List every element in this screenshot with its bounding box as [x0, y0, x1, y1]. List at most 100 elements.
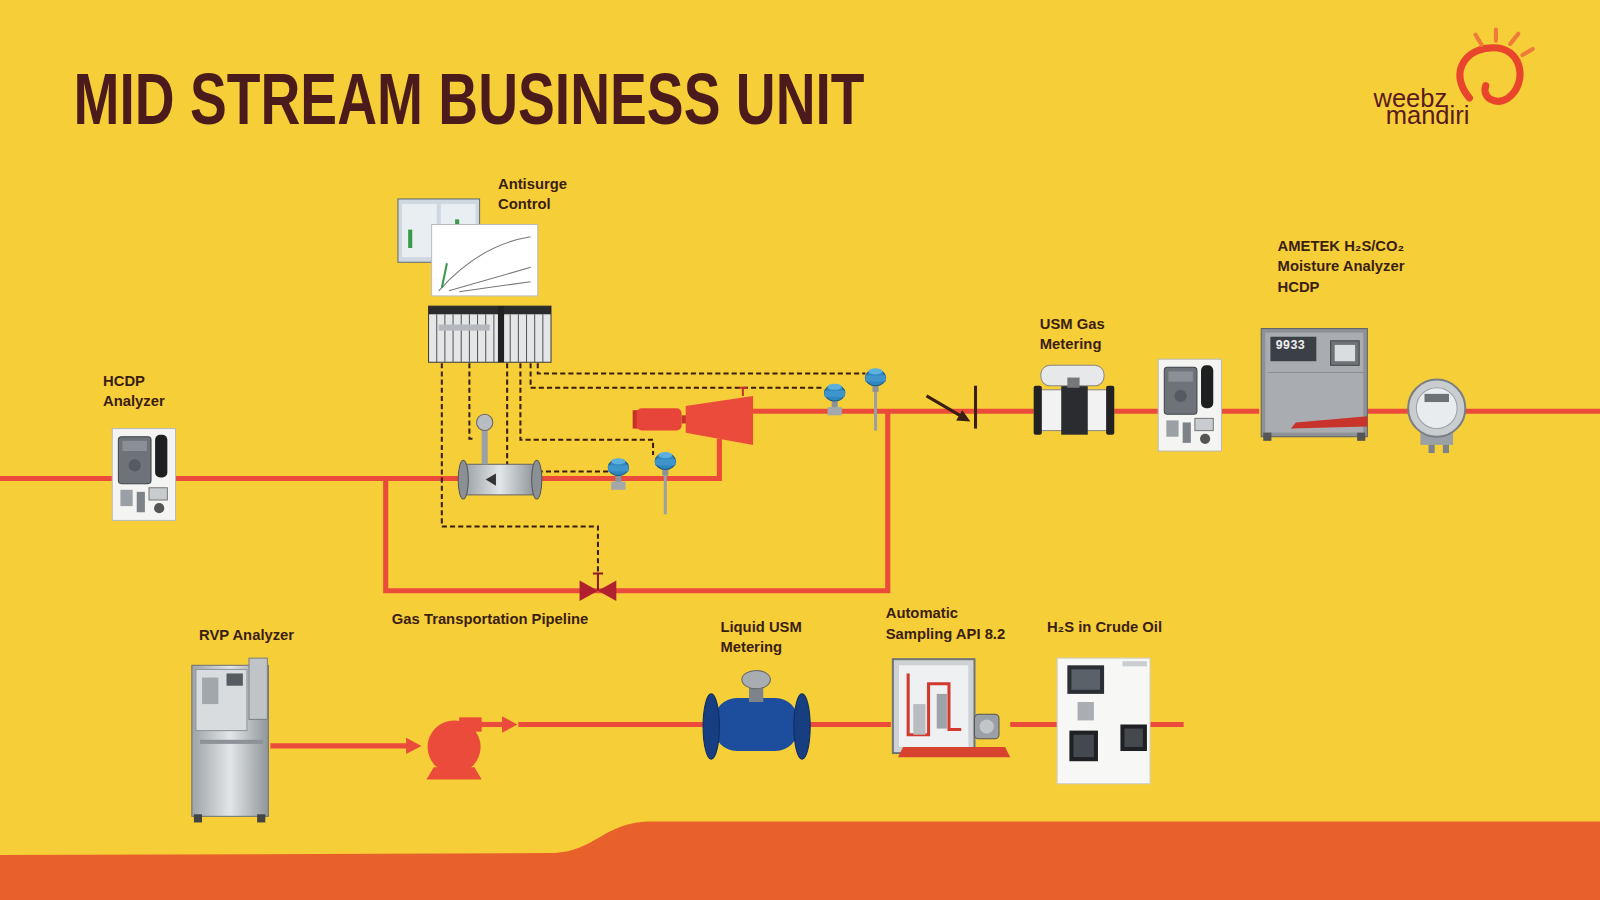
equipment-node: Liquid USM Metering	[704, 670, 808, 759]
compressor	[633, 388, 753, 445]
liquid-ultrasonic-meter	[703, 670, 810, 759]
analyzer-cabinet	[1261, 329, 1367, 441]
equipment-label: HCDP Analyzer	[103, 370, 185, 411]
transmitter	[655, 452, 675, 514]
gas-pipeline	[753, 409, 1034, 414]
h2s-analyzer-panel	[1122, 661, 1146, 666]
crude-pipeline	[518, 722, 704, 727]
analyzer-cabinet	[1268, 372, 1363, 373]
logo-text: mandiri	[1386, 103, 1470, 129]
transmitter	[824, 384, 844, 416]
analyzer-cabinet	[1265, 333, 1363, 433]
flow-meter	[465, 464, 534, 495]
gas-ultrasonic-meter	[1034, 365, 1115, 434]
bypass-valve	[598, 581, 616, 601]
bottom-wave	[0, 821, 1600, 900]
rvp-analyzer-cabinet	[249, 658, 267, 719]
gas-pipeline	[386, 411, 888, 591]
plc-rack	[498, 306, 504, 362]
gas-ultrasonic-meter	[1034, 386, 1042, 435]
pressure-gauge	[1443, 445, 1449, 453]
plc-rack	[429, 306, 551, 362]
bypass-valve	[580, 581, 598, 601]
equipment-node: RVP Analyzer	[190, 658, 271, 821]
rvp-analyzer-cabinet	[227, 673, 243, 685]
check-valve	[974, 386, 977, 429]
bypass-valve	[580, 573, 617, 601]
flow-meter	[458, 460, 468, 499]
rvp-analyzer-cabinet	[192, 658, 269, 822]
logo-swirl	[1476, 30, 1533, 56]
equipment-node: AMETEK H₂S/CO₂ Moisture Analyzer HCDP993…	[1259, 329, 1367, 439]
signal-wire	[520, 363, 653, 455]
equipment-node: Automatic Sampling API 8.2	[891, 658, 1010, 755]
equipment-label: Antisurge Control	[498, 173, 590, 214]
h2s-analyzer-panel	[1071, 669, 1100, 689]
control-screens	[442, 263, 447, 287]
h2s-analyzer-panel	[1078, 702, 1094, 720]
page-title: MID STREAM BUSINESS UNIT	[73, 64, 864, 135]
equipment-node: HCDP Analyzer	[112, 429, 175, 521]
liquid-ultrasonic-meter	[703, 694, 719, 759]
equipment-label: H₂S in Crude Oil	[1047, 616, 1190, 636]
crude-pipeline	[1150, 722, 1184, 727]
h2s-analyzer-panel	[1073, 735, 1093, 757]
h2s-analyzer-panel	[1057, 658, 1150, 784]
plc-rack	[429, 306, 551, 314]
flow-arrow	[502, 716, 517, 732]
liquid-ultrasonic-meter	[794, 694, 810, 759]
pump	[459, 717, 481, 731]
rvp-analyzer-cabinet	[200, 740, 263, 744]
logo-swirl	[1460, 48, 1520, 102]
hcdp-analyzer	[112, 429, 175, 521]
h2s-analyzer-panel	[1069, 731, 1098, 762]
analyzer-cabinet	[1263, 433, 1271, 441]
rvp-analyzer-cabinet	[196, 669, 247, 730]
plc-rack	[437, 314, 543, 362]
hcdp-analyzer	[1158, 359, 1221, 451]
flow-meter	[458, 414, 542, 499]
sampling-cabinet	[893, 659, 1010, 757]
display-readout: 9933	[1276, 339, 1305, 353]
h2s-analyzer-panel	[1067, 665, 1104, 694]
check-valve	[956, 410, 970, 421]
gas-ultrasonic-meter	[1061, 386, 1088, 435]
signal-wire	[538, 363, 866, 373]
equipment-label: Liquid USM Metering	[720, 616, 817, 657]
pressure-gauge	[1416, 388, 1457, 429]
pipe-connector	[808, 722, 891, 727]
equipment-label: RVP Analyzer	[199, 624, 321, 644]
control-screens	[439, 237, 531, 292]
analyzer-cabinet	[1261, 329, 1367, 437]
sampling-cabinet	[893, 659, 975, 753]
analyzer-cabinet	[1357, 433, 1365, 441]
crude-pipeline	[270, 743, 408, 748]
rvp-analyzer-cabinet	[257, 814, 265, 822]
control-screens	[432, 224, 538, 295]
plc-rack	[439, 324, 490, 330]
h2s-analyzer-panel	[1057, 658, 1150, 784]
pressure-gauge	[1408, 380, 1465, 453]
equipment-label: Automatic Sampling API 8.2	[886, 603, 1014, 644]
sampling-cabinet	[913, 704, 925, 735]
bypass-valve	[593, 573, 603, 590]
pressure-gauge	[1429, 445, 1435, 453]
signal-wire	[531, 363, 825, 387]
plc-rack	[429, 306, 551, 362]
gas-ultrasonic-meter	[1067, 378, 1079, 388]
sampling-cabinet	[898, 747, 1010, 757]
flow-meter	[532, 460, 542, 499]
flow-meter	[482, 427, 488, 465]
signal-wire	[442, 363, 865, 577]
signal-wire	[507, 363, 608, 471]
pump	[427, 717, 482, 779]
flow-arrow	[406, 738, 421, 754]
crude-pipeline	[480, 722, 503, 727]
compressor	[637, 408, 682, 430]
pressure-gauge	[1408, 380, 1465, 437]
flow-meter	[477, 414, 493, 430]
flow-meter	[486, 473, 496, 485]
logo-swirl	[1460, 30, 1533, 102]
gas-pipeline	[1367, 409, 1600, 414]
